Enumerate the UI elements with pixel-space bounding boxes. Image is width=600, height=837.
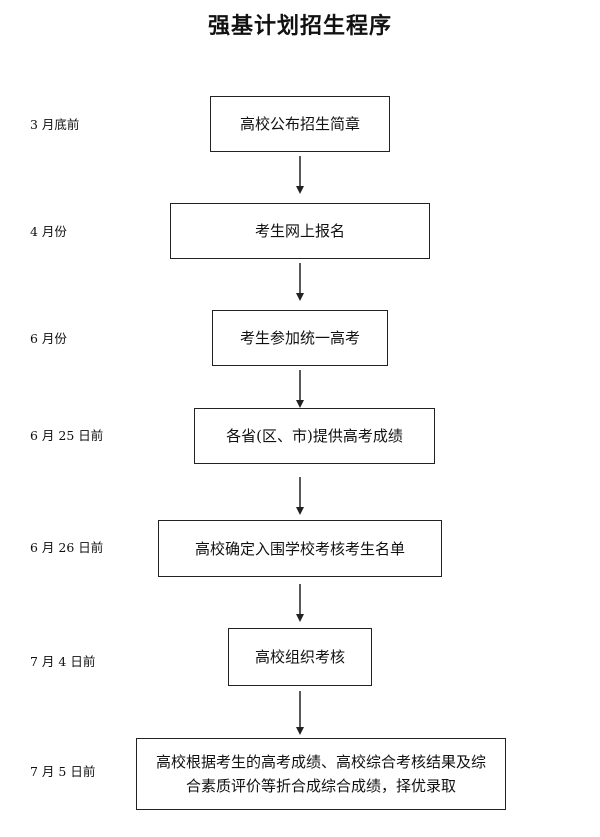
step-3-time: 6 月份 bbox=[30, 331, 67, 346]
step-6-time: 7 月 4 日前 bbox=[30, 654, 96, 669]
diagram-title: 强基计划招生程序 bbox=[207, 14, 392, 39]
step-3-box: 考生参加统一高考 bbox=[212, 310, 388, 366]
step-5-time: 6 月 26 日前 bbox=[30, 540, 104, 555]
step-7-time: 7 月 5 日前 bbox=[30, 764, 96, 779]
step-2-box: 考生网上报名 bbox=[170, 203, 430, 259]
step-5-box: 高校确定入围学校考核考生名单 bbox=[158, 520, 442, 577]
step-7-box: 高校根据考生的高考成绩、高校综合考核结果及综合素质评价等折合成综合成绩，择优录取 bbox=[136, 738, 506, 810]
step-4-time: 6 月 25 日前 bbox=[30, 428, 104, 443]
step-2-time: 4 月份 bbox=[30, 224, 67, 239]
step-4-box: 各省(区、市)提供高考成绩 bbox=[194, 408, 435, 464]
step-6-box: 高校组织考核 bbox=[228, 628, 372, 686]
step-1-time: 3 月底前 bbox=[30, 117, 80, 132]
step-1-box: 高校公布招生简章 bbox=[210, 96, 390, 152]
